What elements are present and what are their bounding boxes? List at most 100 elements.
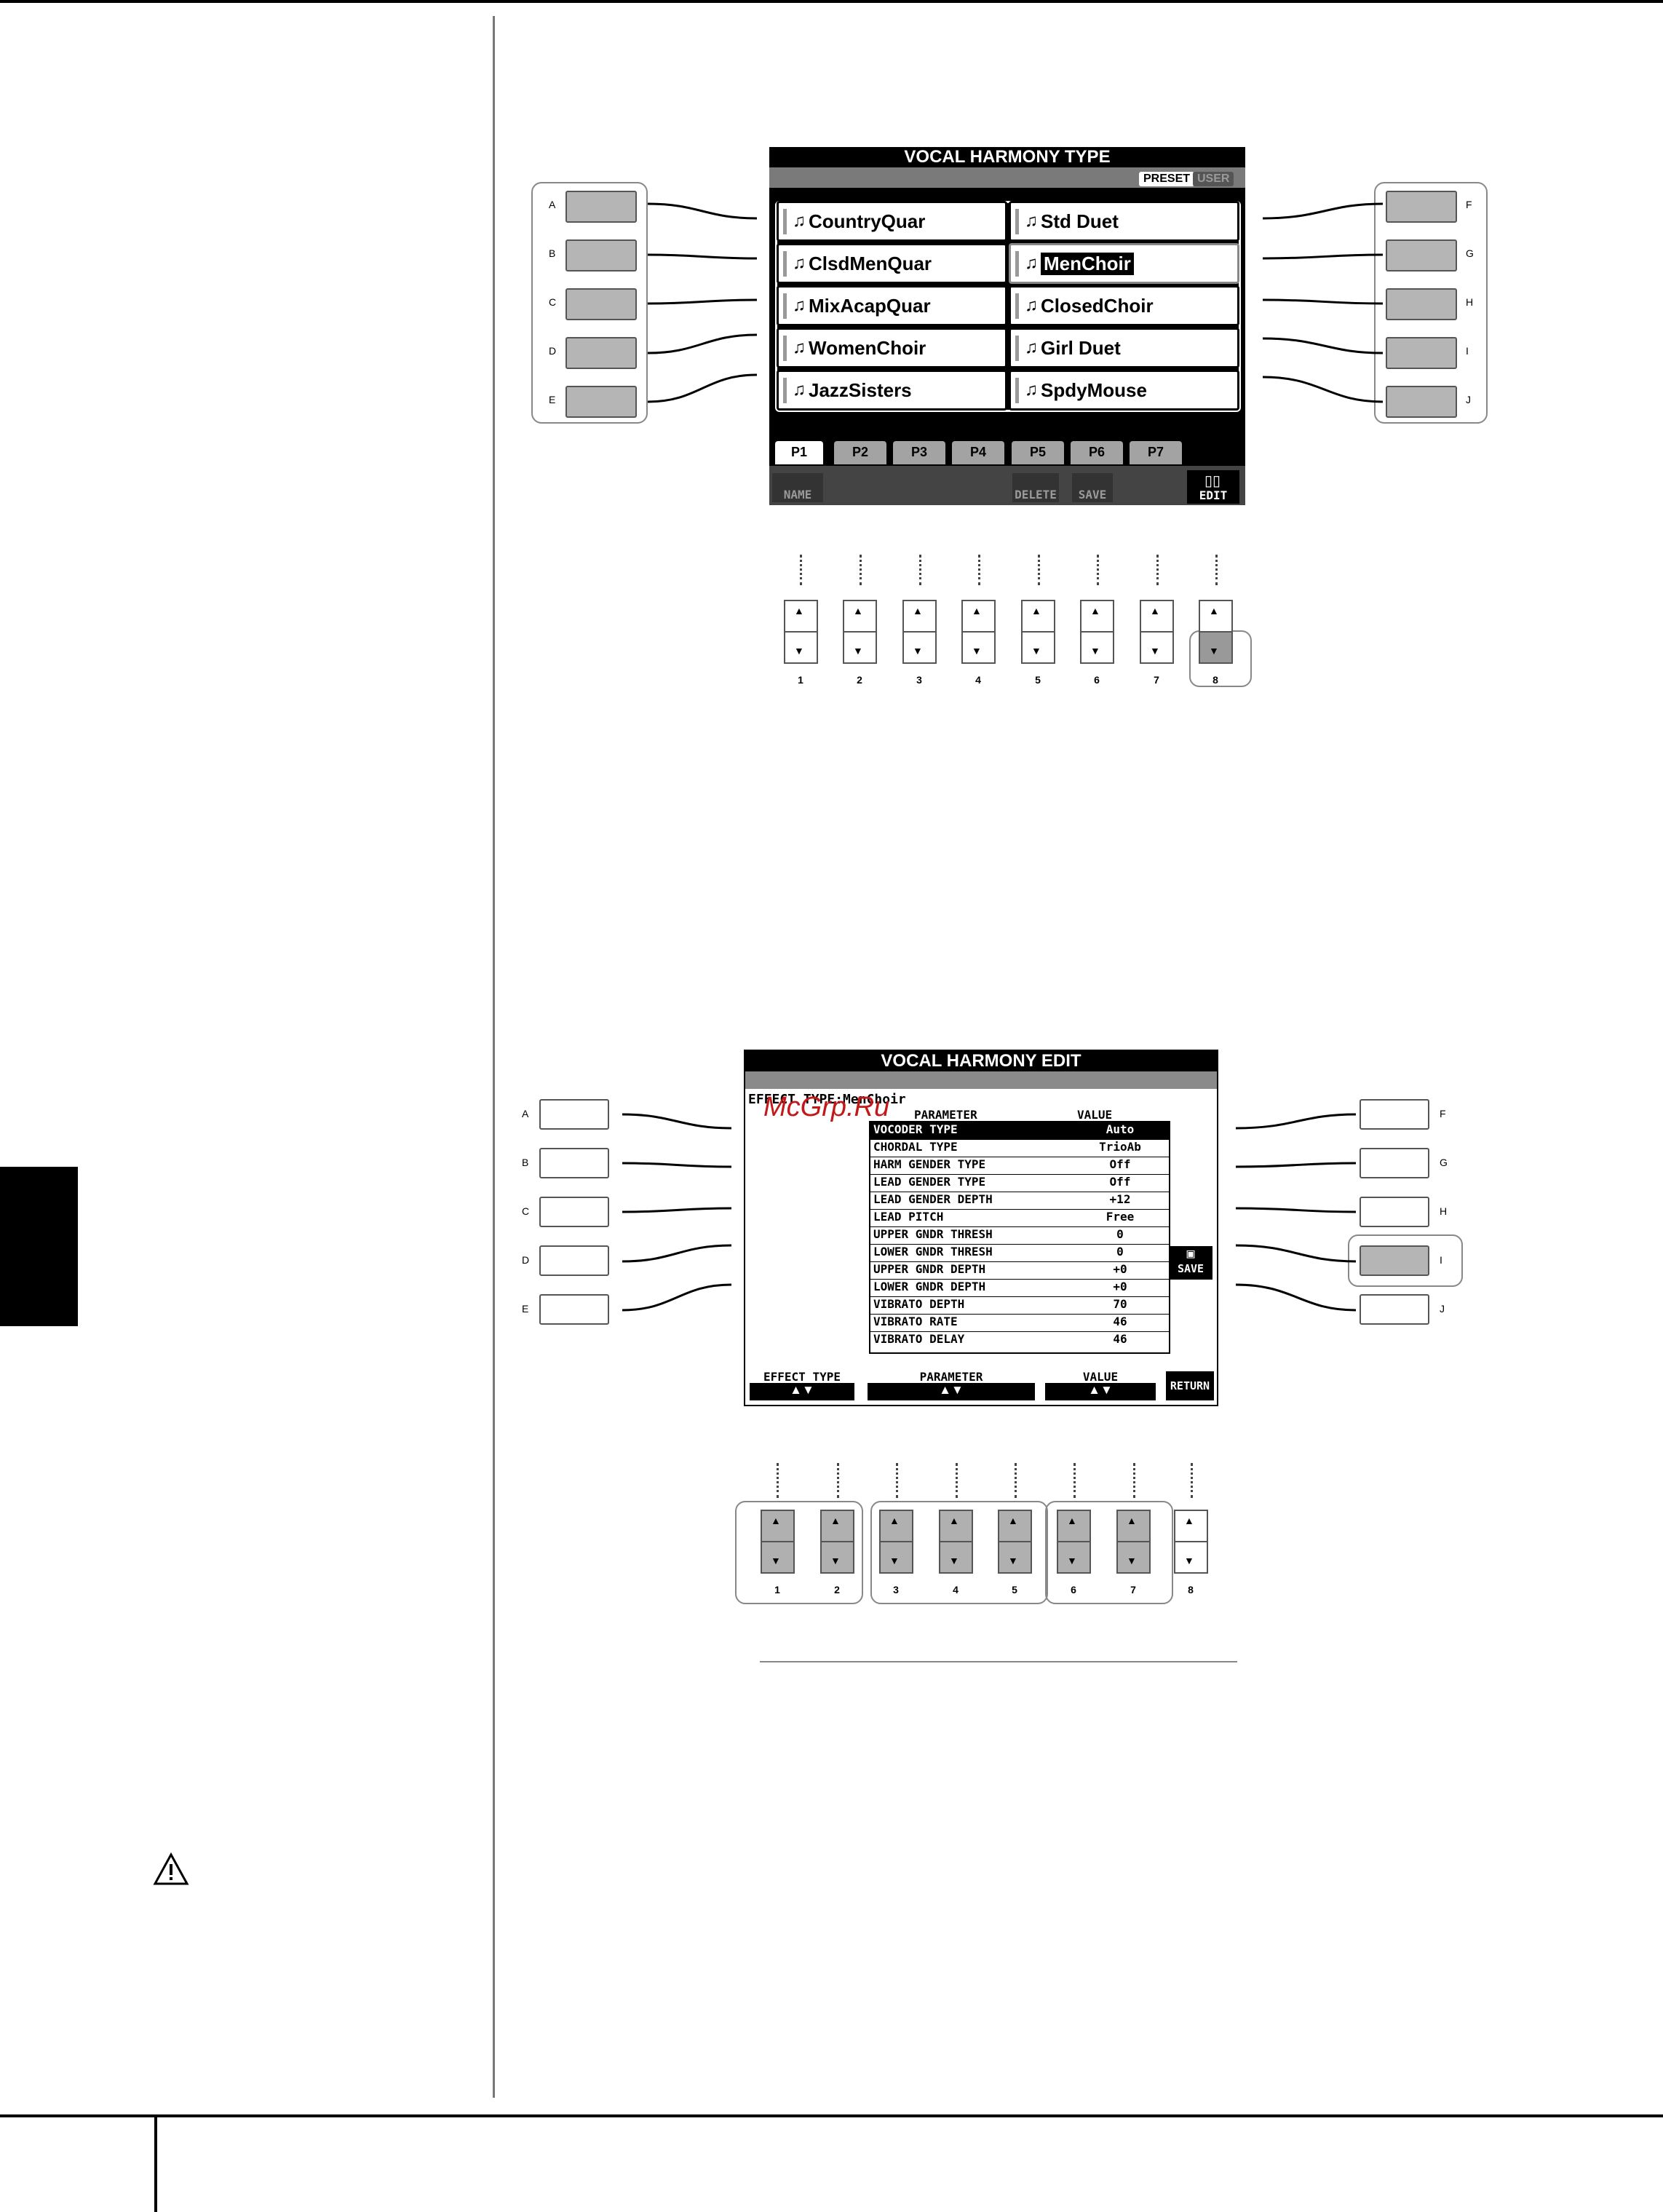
voice-entry-right-4[interactable]: ♫ Girl Duet [1009,328,1239,368]
function-bar [769,466,1245,505]
side-label-j: J [1466,394,1471,405]
side-button-a[interactable] [539,1099,609,1130]
voice-entry-right-2[interactable]: ♫ MenChoir [1009,243,1239,284]
parameter-arrows[interactable]: ▲▼ [868,1383,1035,1400]
effect-type-arrows[interactable]: ▲▼ [750,1383,854,1400]
page-tab-p3[interactable]: P3 [893,441,945,464]
side-button-c[interactable] [565,288,637,320]
dotted-guide [1215,555,1218,585]
page-tab-p6[interactable]: P6 [1071,441,1123,464]
dotted-guide [896,1463,898,1498]
updown-button-3[interactable]: ▲▼ [879,1510,913,1574]
updown-button-8[interactable]: ▲▼ [1174,1510,1208,1574]
updown-button-2[interactable]: ▲▼ [843,600,877,664]
updown-button-6[interactable]: ▲▼ [1080,600,1114,664]
side-button-g[interactable] [1386,239,1457,271]
side-button-d[interactable] [565,337,637,369]
side-label-i: I [1466,345,1469,357]
updown-button-4[interactable]: ▲▼ [939,1510,973,1574]
side-button-b[interactable] [539,1148,609,1178]
side-label-e: E [549,394,556,405]
caution-icon [153,1852,189,1885]
save-button[interactable]: ▣ SAVE [1169,1246,1212,1280]
side-button-c[interactable] [539,1197,609,1227]
side-button-f[interactable] [1360,1099,1429,1130]
updown-button-2[interactable]: ▲▼ [820,1510,854,1574]
updown-button-7[interactable]: ▲▼ [1116,1510,1151,1574]
table-row[interactable]: UPPER GNDR DEPTH+0 [870,1262,1170,1280]
side-button-i[interactable] [1386,337,1457,369]
name-button[interactable]: NAME [772,473,823,502]
edit-button[interactable]: EDIT [1187,470,1239,504]
return-button[interactable]: RETURN [1166,1371,1214,1400]
voice-entry-left-5[interactable]: ♫ JazzSisters [777,370,1007,411]
book-icon: ▯▯ [1204,473,1221,489]
table-row[interactable]: LEAD GENDER DEPTH+12 [870,1192,1170,1210]
page-tab-p1[interactable]: P1 [775,441,823,464]
page-tab-p2[interactable]: P2 [834,441,886,464]
side-button-j[interactable] [1386,386,1457,418]
dotted-guide [1156,555,1159,585]
updown-button-7[interactable]: ▲▼ [1140,600,1174,664]
page-tab-p7[interactable]: P7 [1130,441,1182,464]
button-number-6: 6 [1071,1584,1076,1595]
dotted-guide [800,555,802,585]
tab-user[interactable]: USER [1193,172,1234,186]
updown-button-5[interactable]: ▲▼ [998,1510,1032,1574]
dotted-guide [1015,1463,1017,1498]
tab-preset[interactable]: PRESET [1139,172,1195,186]
button-number-3: 3 [916,674,922,686]
side-button-d[interactable] [539,1245,609,1276]
voice-entry-right-5[interactable]: ♫ SpdyMouse [1009,370,1239,411]
side-button-h[interactable] [1386,288,1457,320]
page-tab-p5[interactable]: P5 [1012,441,1064,464]
voice-entry-right-3[interactable]: ♫ ClosedChoir [1009,285,1239,326]
voice-entry-left-3[interactable]: ♫ MixAcapQuar [777,285,1007,326]
side-button-e[interactable] [539,1294,609,1325]
side-button-e[interactable] [565,386,637,418]
side-button-a[interactable] [565,191,637,223]
type-updown-row: ▲▼ 1 ▲▼ 2 ▲▼ 3 ▲▼ 4 ▲▼ 5 ▲▼ 6 ▲▼ 7 ▲ ▼ 8 [779,555,1252,700]
updown-button-8[interactable]: ▲ ▼ [1199,600,1233,664]
dotted-guide [1133,1463,1135,1498]
side-label-h: H [1440,1205,1448,1217]
updown-button-1[interactable]: ▲▼ [761,1510,795,1574]
side-button-j[interactable] [1360,1294,1429,1325]
updown-button-5[interactable]: ▲▼ [1021,600,1055,664]
updown-button-3[interactable]: ▲▼ [902,600,937,664]
updown-button-6[interactable]: ▲▼ [1057,1510,1091,1574]
updown-button-4[interactable]: ▲▼ [961,600,996,664]
footer-separator [154,2114,157,2212]
button-number-1: 1 [798,674,803,686]
dotted-guide [956,1463,958,1498]
side-button-i[interactable] [1360,1245,1429,1276]
voice-entry-left-1[interactable]: ♫ CountryQuar [777,201,1007,242]
side-button-b[interactable] [565,239,637,271]
table-row[interactable]: LOWER GNDR DEPTH+0 [870,1280,1170,1297]
updown-button-1[interactable]: ▲▼ [784,600,818,664]
page-tab-p4[interactable]: P4 [952,441,1004,464]
button-number-6: 6 [1094,674,1100,686]
dotted-guide [1097,555,1099,585]
voice-entry-left-4[interactable]: ♫ WomenChoir [777,328,1007,368]
value-arrows[interactable]: ▲▼ [1045,1383,1156,1400]
save-button[interactable]: SAVE [1072,473,1113,502]
side-button-h[interactable] [1360,1197,1429,1227]
delete-button[interactable]: DELETE [1012,473,1059,502]
side-button-f[interactable] [1386,191,1457,223]
title-strip [745,1071,1217,1089]
voice-entry-left-2[interactable]: ♫ ClsdMenQuar [777,243,1007,284]
side-button-g[interactable] [1360,1148,1429,1178]
side-label-g: G [1440,1157,1448,1168]
voice-entry-right-1[interactable]: ♫ Std Duet [1009,201,1239,242]
